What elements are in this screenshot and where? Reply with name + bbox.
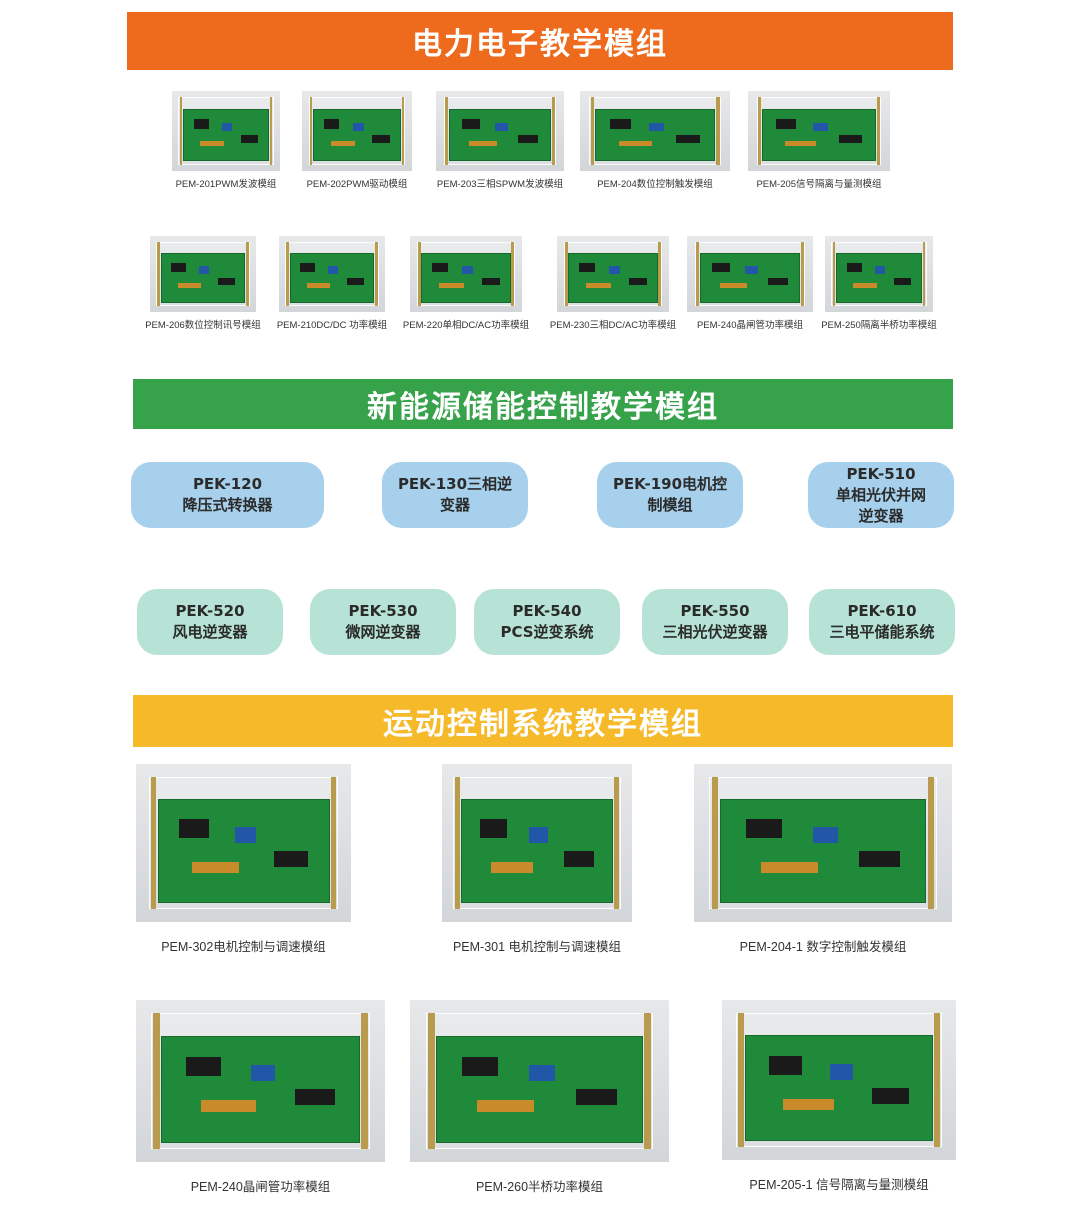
module-photo bbox=[136, 1000, 385, 1162]
pill-label-line: 逆变器 bbox=[858, 506, 904, 525]
energy-module-pill: PEK-530 微网逆变器 bbox=[310, 589, 456, 655]
module-caption: PEM-205-1 信号隔离与量测模组 bbox=[749, 1178, 929, 1192]
module-caption: PEM-206数位控制讯号模组 bbox=[145, 320, 261, 331]
module-card: PEM-302电机控制与调速模组 bbox=[136, 764, 351, 954]
pill-label-line: 单相光伏并网 bbox=[835, 485, 926, 504]
pill-label-line: PEK-120 bbox=[192, 475, 263, 493]
pill-label-line: PEK-550 bbox=[680, 602, 750, 620]
section-title: 运动控制系统教学模组 bbox=[383, 707, 703, 742]
module-card: PEM-201PWM发波模组 bbox=[172, 91, 280, 192]
module-photo bbox=[279, 236, 385, 312]
module-caption: PEM-240晶闸管功率模组 bbox=[696, 320, 804, 331]
energy-module-pill: PEK-190电机控制模组 bbox=[597, 462, 743, 528]
module-card: PEM-240晶闸管功率模组 bbox=[136, 1000, 385, 1194]
pill-label-line: 三相光伏逆变器 bbox=[662, 623, 768, 641]
pill-label-line: 三电平储能系统 bbox=[829, 623, 935, 641]
module-photo bbox=[302, 91, 412, 171]
section-title: 电力电子教学模组 bbox=[412, 27, 668, 62]
module-caption: PEM-210DC/DC 功率模组 bbox=[276, 320, 388, 331]
module-photo bbox=[410, 1000, 669, 1162]
module-caption: PEM-301 电机控制与调速模组 bbox=[452, 940, 622, 954]
pill-label-line: PCS逆变系统 bbox=[500, 623, 594, 641]
energy-module-pill: PEK-520 风电逆变器 bbox=[137, 589, 283, 655]
module-photo bbox=[557, 236, 669, 312]
pill-label-line: 降压式转换器 bbox=[182, 496, 273, 514]
module-caption: PEM-204数位控制触发模组 bbox=[597, 179, 713, 190]
module-card: PEM-204数位控制触发模组 bbox=[580, 91, 730, 192]
pill-label-line: PEK-190电机控 bbox=[612, 475, 728, 493]
module-photo bbox=[136, 764, 351, 922]
pill-label-line: 微网逆变器 bbox=[345, 623, 421, 641]
pill-label-line: PEK-520 bbox=[175, 602, 245, 620]
module-card: PEM-220单相DC/AC功率模组 bbox=[403, 236, 529, 333]
module-caption: PEM-250隔离半桥功率模组 bbox=[821, 320, 937, 331]
module-caption: PEM-201PWM发波模组 bbox=[175, 179, 277, 190]
module-caption: PEM-203三相SPWM发波模组 bbox=[436, 179, 564, 190]
module-photo bbox=[442, 764, 632, 922]
module-photo bbox=[580, 91, 730, 171]
module-caption: PEM-260半桥功率模组 bbox=[475, 1180, 604, 1194]
energy-module-pill: PEK-610 三电平储能系统 bbox=[809, 589, 955, 655]
module-photo bbox=[687, 236, 813, 312]
module-card: PEM-240晶闸管功率模组 bbox=[687, 236, 813, 333]
module-caption: PEM-230三相DC/AC功率模组 bbox=[549, 320, 677, 331]
pill-label-line: PEK-530 bbox=[348, 602, 418, 620]
pill-label-line: PEK-540 bbox=[512, 602, 582, 620]
pill-label-line: 变器 bbox=[439, 496, 470, 514]
module-caption: PEM-202PWM驱动模组 bbox=[306, 179, 408, 190]
module-card: PEM-204-1 数字控制触发模组 bbox=[694, 764, 952, 954]
module-card: PEM-205信号隔离与量测模组 bbox=[748, 91, 890, 192]
pill-label-line: PEK-610 bbox=[847, 602, 917, 620]
module-photo bbox=[694, 764, 952, 922]
module-caption: PEM-205信号隔离与量测模组 bbox=[756, 179, 882, 190]
module-card: PEM-260半桥功率模组 bbox=[410, 1000, 669, 1194]
pill-label-line: PEK-510 bbox=[846, 464, 916, 483]
module-photo bbox=[172, 91, 280, 171]
module-photo bbox=[436, 91, 564, 171]
module-card: PEM-202PWM驱动模组 bbox=[302, 91, 412, 192]
module-card: PEM-203三相SPWM发波模组 bbox=[436, 91, 564, 192]
energy-module-pill: PEK-510 单相光伏并网逆变器 bbox=[808, 462, 954, 528]
module-card: PEM-206数位控制讯号模组 bbox=[145, 236, 261, 333]
pill-label-line: 风电逆变器 bbox=[172, 623, 248, 641]
module-photo bbox=[748, 91, 890, 171]
section-banner-power-electronics: 电力电子教学模组 bbox=[127, 12, 953, 70]
section-banner-motion-control: 运动控制系统教学模组 bbox=[133, 695, 953, 747]
section-title: 新能源储能控制教学模组 bbox=[367, 390, 719, 425]
energy-module-pill: PEK-550 三相光伏逆变器 bbox=[642, 589, 788, 655]
module-card: PEM-250隔离半桥功率模组 bbox=[821, 236, 937, 333]
energy-module-pill: PEK-120 降压式转换器 bbox=[131, 462, 324, 528]
module-photo bbox=[722, 1000, 956, 1160]
module-photo bbox=[150, 236, 256, 312]
pill-label-line: 制模组 bbox=[647, 496, 693, 514]
module-card: PEM-301 电机控制与调速模组 bbox=[442, 764, 632, 954]
module-caption: PEM-240晶闸管功率模组 bbox=[190, 1180, 331, 1194]
module-caption: PEM-204-1 数字控制触发模组 bbox=[739, 940, 907, 954]
module-photo bbox=[825, 236, 933, 312]
module-caption: PEM-220单相DC/AC功率模组 bbox=[402, 320, 530, 331]
section-banner-energy-storage: 新能源储能控制教学模组 bbox=[133, 379, 953, 429]
module-card: PEM-210DC/DC 功率模组 bbox=[277, 236, 387, 333]
pill-label-line: PEK-130三相逆 bbox=[397, 475, 513, 493]
module-card: PEM-205-1 信号隔离与量测模组 bbox=[722, 1000, 956, 1192]
energy-module-pill: PEK-130三相逆变器 bbox=[382, 462, 528, 528]
module-photo bbox=[410, 236, 522, 312]
module-caption: PEM-302电机控制与调速模组 bbox=[161, 940, 326, 954]
module-card: PEM-230三相DC/AC功率模组 bbox=[550, 236, 676, 333]
